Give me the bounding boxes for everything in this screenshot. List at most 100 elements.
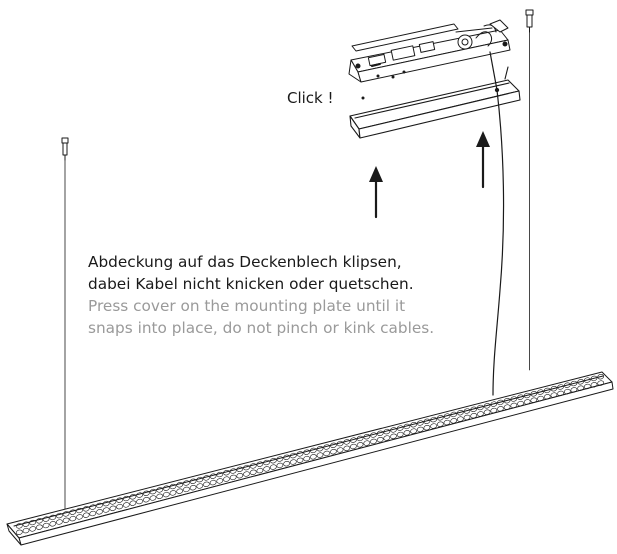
led-lens — [490, 407, 498, 414]
cover-channel — [349, 66, 521, 139]
click-label: Click ! — [287, 89, 334, 107]
led-lens — [330, 449, 337, 455]
led-lens — [142, 497, 150, 503]
led-lens — [530, 391, 538, 397]
led-lens — [216, 471, 224, 478]
led-lens — [550, 386, 558, 392]
led-lens — [396, 431, 404, 438]
led-lens — [229, 474, 237, 481]
led-lens — [196, 476, 204, 483]
led-lens — [22, 527, 30, 534]
led-lens — [450, 411, 458, 418]
led-lens — [243, 471, 250, 477]
led-lens — [537, 389, 544, 395]
led-lens — [29, 519, 37, 526]
led-lens — [269, 464, 277, 470]
led-lens — [343, 445, 351, 451]
led-lens — [470, 413, 478, 419]
led-lens — [510, 396, 518, 402]
led-lens — [56, 519, 63, 525]
instruction-en-line-1: Press cover on the mounting plate until … — [88, 297, 406, 315]
led-lens — [276, 462, 284, 469]
led-lens — [583, 383, 591, 390]
led-lens — [537, 395, 544, 402]
led-lens — [517, 394, 524, 400]
led-lens — [256, 467, 264, 474]
led-lens — [477, 411, 484, 417]
led-lens — [450, 418, 458, 424]
led-lens — [29, 526, 37, 532]
led-lens — [203, 481, 210, 487]
led-lens — [109, 505, 117, 511]
led-lens — [162, 485, 170, 491]
led-lens — [122, 495, 130, 502]
led-lens — [142, 490, 150, 496]
led-lens — [463, 408, 471, 414]
led-lens — [477, 404, 484, 411]
led-lens — [296, 457, 304, 463]
led-lens — [330, 442, 337, 448]
led-lens — [570, 380, 578, 387]
led-lens — [410, 422, 417, 428]
led-lens — [403, 430, 411, 436]
led-lens — [503, 398, 511, 404]
led-lens — [390, 433, 397, 439]
led-lens — [356, 435, 364, 442]
led-lens — [597, 380, 605, 386]
led-lens — [383, 428, 391, 435]
led-lens — [590, 382, 598, 388]
led-lens — [423, 425, 431, 431]
led-lens — [136, 498, 143, 505]
led-lens — [169, 490, 177, 496]
led-lens — [56, 512, 63, 519]
led-lens — [296, 451, 304, 457]
arrow-up-icon — [369, 166, 383, 219]
led-lens — [209, 473, 217, 479]
instruction-de-line-1: Abdeckung auf das Deckenblech klipsen, — [88, 253, 402, 271]
led-lens — [443, 413, 451, 419]
led-lens — [203, 475, 210, 481]
led-lens — [436, 415, 444, 421]
led-lens — [189, 478, 197, 484]
led-lens — [497, 406, 504, 412]
led-lens — [129, 494, 137, 500]
led-lens — [82, 512, 90, 518]
led-lens — [303, 449, 311, 455]
led-lens — [183, 480, 190, 486]
led-lens — [503, 404, 511, 410]
led-lens — [15, 523, 23, 529]
led-lens — [62, 511, 70, 517]
instruction-text: Abdeckung auf das Deckenblech klipsen, d… — [88, 251, 434, 339]
led-lens — [269, 458, 277, 464]
led-lens — [370, 438, 377, 445]
led-lens — [577, 379, 584, 385]
led-lens — [89, 504, 97, 510]
led-lens — [323, 444, 331, 450]
led-lens — [289, 459, 297, 465]
led-lens — [102, 507, 110, 513]
led-lens — [396, 425, 404, 431]
led-lens — [76, 507, 83, 514]
led-lens — [497, 399, 504, 406]
led-lens — [309, 447, 317, 454]
led-lens — [183, 486, 190, 493]
led-lens — [350, 443, 357, 450]
led-lens — [343, 439, 351, 445]
led-lens — [583, 377, 591, 383]
led-lens — [303, 455, 311, 462]
led-lens — [416, 426, 424, 433]
led-lens — [336, 447, 344, 453]
led-lens — [336, 440, 344, 447]
power-cable — [489, 51, 505, 396]
led-lens — [376, 430, 384, 436]
led-lens — [36, 518, 43, 524]
led-lens — [456, 410, 464, 416]
led-lens — [383, 435, 391, 441]
led-lens — [543, 387, 551, 394]
led-lens — [376, 437, 384, 443]
led-lens — [403, 423, 411, 430]
led-lens — [510, 402, 518, 409]
led-lens — [577, 385, 584, 391]
led-lens — [283, 454, 290, 460]
led-lens — [590, 375, 598, 382]
